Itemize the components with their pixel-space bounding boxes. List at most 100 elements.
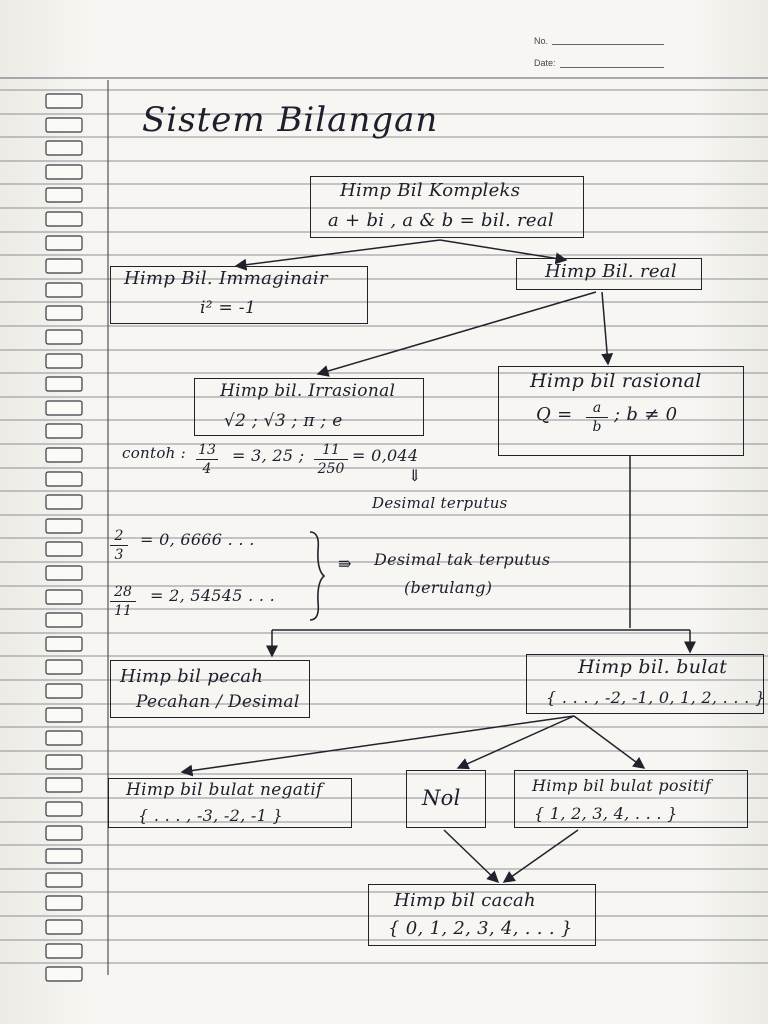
margin-tab xyxy=(45,164,83,180)
margin-tab xyxy=(45,966,83,982)
arrow-bulat-nol xyxy=(456,715,575,770)
margin-tab xyxy=(45,707,83,723)
arrow-positif-cacah xyxy=(502,829,579,883)
berulang-fraction-1: 2 3 xyxy=(110,528,128,563)
margin-tab xyxy=(45,447,83,463)
cacah-line: { 0, 1, 2, 3, 4, . . . } xyxy=(388,918,573,939)
berulang-f3-den: 3 xyxy=(114,547,124,563)
margin-tab xyxy=(45,659,83,675)
margin-tab xyxy=(45,730,83,746)
margin-tab xyxy=(45,848,83,864)
contoh-f1-num: 13 xyxy=(198,442,216,458)
margin-tab xyxy=(45,589,83,605)
berulang-f4-value: = 2, 54545 . . . xyxy=(150,586,276,605)
margin-tab xyxy=(45,329,83,345)
berulang-f3-num: 2 xyxy=(114,528,124,544)
margin-tab xyxy=(45,140,83,156)
margin-tab xyxy=(45,777,83,793)
berulang-f4-den: 11 xyxy=(114,603,132,619)
margin-tab xyxy=(45,471,83,487)
margin-tab xyxy=(45,541,83,557)
no-label: No. xyxy=(534,36,549,46)
kompleks-box xyxy=(310,176,584,238)
margin-tab xyxy=(45,400,83,416)
imajiner-title: Himp Bil. Immaginair xyxy=(124,268,328,289)
arrow-bulat-negatif xyxy=(180,715,575,777)
bulat-box xyxy=(526,654,764,714)
contoh-fraction-2: 11 250 xyxy=(314,442,348,477)
arrow-kompleks-imajiner xyxy=(234,239,441,271)
margin-tab xyxy=(45,801,83,817)
negatif-line: { . . . , -3, -2, -1 } xyxy=(138,806,283,825)
rasional-fraction: a b xyxy=(586,400,608,435)
margin-tab xyxy=(45,636,83,652)
margin-tab xyxy=(45,919,83,935)
arrow-bulat-positif xyxy=(573,715,646,769)
margin-tab xyxy=(45,612,83,628)
nol-box xyxy=(406,770,486,828)
margin-tab xyxy=(45,376,83,392)
berulang-f3-value: = 0, 6666 . . . xyxy=(140,530,255,549)
positif-line: { 1, 2, 3, 4, . . . } xyxy=(534,804,678,823)
contoh-f2-value: = 0,044 xyxy=(352,446,419,465)
margin-tab xyxy=(45,211,83,227)
pecah-title: Himp bil pecah xyxy=(120,666,264,687)
contoh-f1-value: = 3, 25 ; xyxy=(232,446,305,465)
contoh-f2-den: 250 xyxy=(317,461,345,477)
pecah-box xyxy=(110,660,310,718)
desimal-tak-terputus: Desimal tak terputus xyxy=(374,550,551,569)
real-title: Himp Bil. real xyxy=(545,261,677,282)
irasional-box xyxy=(194,378,424,436)
margin-tab xyxy=(45,943,83,959)
contoh-label: contoh : xyxy=(122,444,187,462)
positif-title: Himp bil bulat positif xyxy=(532,776,712,795)
date-line xyxy=(560,67,664,68)
page-title: Sistem Bilangan xyxy=(142,100,439,140)
negatif-box xyxy=(108,778,352,828)
margin-tab xyxy=(45,235,83,251)
margin-tab xyxy=(45,825,83,841)
nol-title: Nol xyxy=(422,786,461,810)
cacah-title: Himp bil cacah xyxy=(394,890,536,911)
rasional-condition: ; b ≠ 0 xyxy=(614,404,678,425)
margin-tab xyxy=(45,895,83,911)
arrow-nol-cacah xyxy=(443,829,500,884)
rasional-title: Himp bil rasional xyxy=(530,370,702,392)
negatif-title: Himp bil bulat negatif xyxy=(126,780,323,800)
right-double-arrow-icon: ⇛ xyxy=(338,554,352,573)
imajiner-line: i² = -1 xyxy=(200,298,256,318)
arrow-real-rasional xyxy=(601,291,614,366)
no-line xyxy=(552,44,664,45)
margin-tab xyxy=(45,754,83,770)
contoh-f2-num: 11 xyxy=(322,442,340,458)
margin-tab xyxy=(45,872,83,888)
contoh-fraction-1: 13 4 xyxy=(196,442,218,477)
rasional-den: b xyxy=(592,419,602,435)
irasional-title: Himp bil. Irrasional xyxy=(220,381,396,401)
rasional-num: a xyxy=(592,400,602,416)
margin-tab xyxy=(45,93,83,109)
margin-tab xyxy=(45,117,83,133)
berulang-f4-num: 28 xyxy=(114,584,132,600)
berulang-fraction-2: 28 11 xyxy=(110,584,136,619)
kompleks-title: Himp Bil Kompleks xyxy=(340,180,521,201)
margin-tab xyxy=(45,258,83,274)
bulat-line: { . . . , -2, -1, 0, 1, 2, . . . } xyxy=(546,688,766,707)
desimal-terputus: Desimal terputus xyxy=(372,494,508,512)
margin-tab xyxy=(45,565,83,581)
kompleks-line: a + bi , a & b = bil. real xyxy=(328,210,554,231)
berulang-paren: (berulang) xyxy=(404,578,493,597)
positif-box xyxy=(514,770,748,828)
cacah-box xyxy=(368,884,596,946)
margin-tab xyxy=(45,187,83,203)
rasional-q: Q = xyxy=(536,404,573,425)
margin-tab xyxy=(45,518,83,534)
down-arrow-icon: ⇓ xyxy=(408,466,422,485)
contoh-f1-den: 4 xyxy=(202,461,212,477)
real-box xyxy=(516,258,702,290)
arrow-real-irasional xyxy=(316,291,597,377)
right-brace-icon xyxy=(309,531,326,621)
